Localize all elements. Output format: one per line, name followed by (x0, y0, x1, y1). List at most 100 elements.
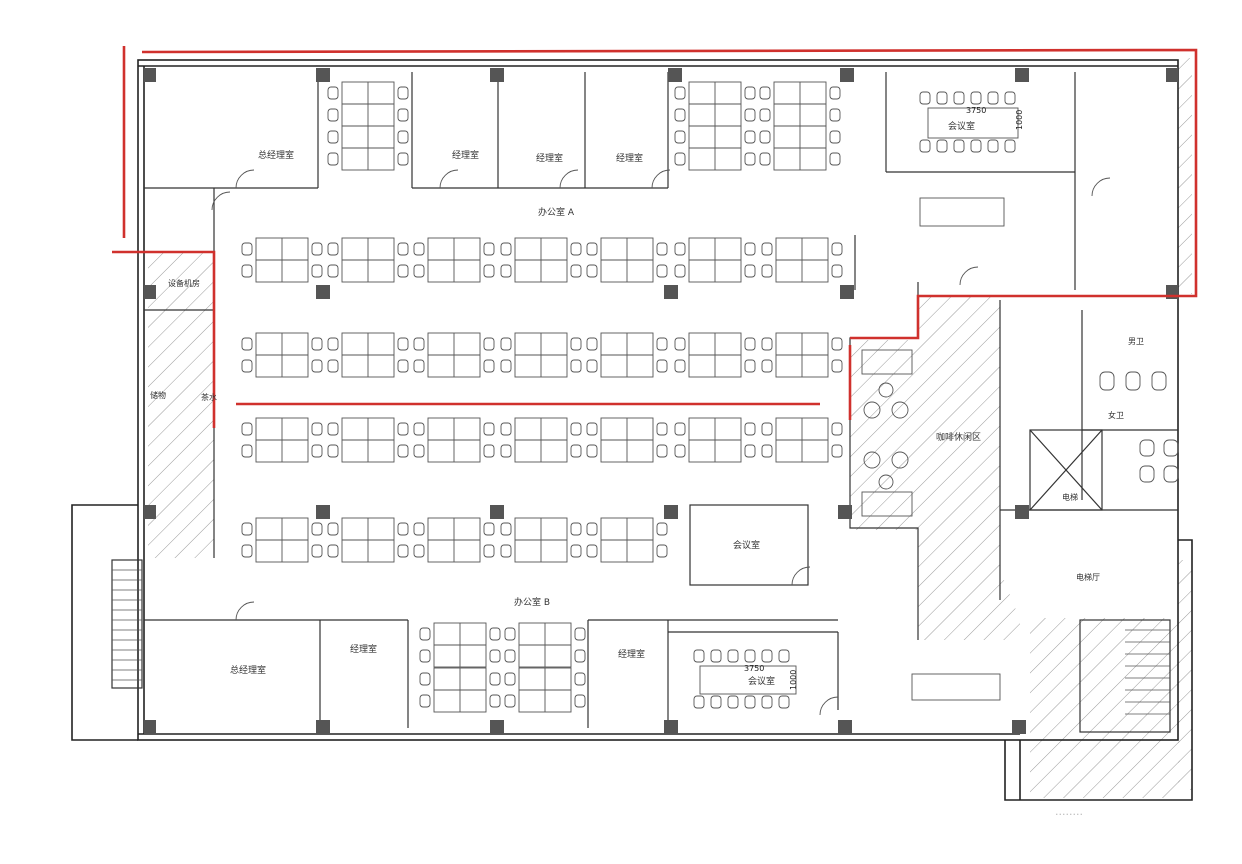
chair (829, 130, 841, 144)
label-elevator: 电梯 (1062, 492, 1078, 502)
chair (413, 444, 425, 458)
chair (693, 695, 705, 709)
door-swing (235, 601, 255, 621)
cafe-chair (863, 451, 881, 469)
label-mgr-office-b1: 经理室 (350, 643, 377, 655)
chair (970, 91, 982, 105)
chair (327, 152, 339, 166)
chair (656, 359, 668, 373)
toilet (1139, 439, 1155, 457)
label-meeting-top: 会议室 (948, 120, 975, 132)
chair (744, 444, 756, 458)
chair (1004, 91, 1016, 105)
chair (504, 627, 516, 641)
chair (483, 242, 495, 256)
chair (500, 444, 512, 458)
chair (241, 544, 253, 558)
door-swing (439, 169, 459, 189)
chair (397, 444, 409, 458)
chair (710, 649, 722, 663)
chair (311, 359, 323, 373)
chair (483, 544, 495, 558)
structural-columns (144, 68, 1178, 734)
chair (241, 444, 253, 458)
cafe-chair (891, 401, 909, 419)
chair (419, 672, 431, 686)
chair (397, 152, 409, 166)
dim-meeting-bottom-wid: 1000 (789, 670, 798, 690)
chair (656, 242, 668, 256)
chair (241, 337, 253, 351)
chair (829, 152, 841, 166)
chair (761, 444, 773, 458)
chair (327, 242, 339, 256)
chair (674, 444, 686, 458)
chair (413, 544, 425, 558)
chair (831, 359, 843, 373)
chair (327, 337, 339, 351)
chair (744, 422, 756, 436)
chair (311, 444, 323, 458)
chair (489, 672, 501, 686)
chair (674, 86, 686, 100)
chair (570, 422, 582, 436)
chair (574, 627, 586, 641)
meeting-table-bottom (699, 665, 797, 695)
chair (419, 649, 431, 663)
chair (413, 242, 425, 256)
chair (413, 522, 425, 536)
chair (586, 242, 598, 256)
chair (397, 422, 409, 436)
cafe-sofa (861, 491, 913, 517)
chair (970, 139, 982, 153)
label-mgr-office-b2: 经理室 (618, 648, 645, 660)
label-elevator-hall: 电梯厅 (1076, 572, 1100, 582)
chair (919, 91, 931, 105)
chair (656, 522, 668, 536)
chair (744, 695, 756, 709)
chair (987, 91, 999, 105)
room-labels: 总经理室 经理室 经理室 经理室 办公室 A 会议室 3750 1000 设备机… (150, 106, 1144, 821)
dim-meeting-top-len: 3750 (966, 106, 986, 115)
toilet (1163, 465, 1179, 483)
chair (1004, 139, 1016, 153)
chair (831, 444, 843, 458)
dim-meeting-top-wid: 1000 (1015, 110, 1024, 130)
label-mgr-office-2: 经理室 (536, 152, 563, 164)
chair (829, 86, 841, 100)
chair (241, 359, 253, 373)
chair (656, 422, 668, 436)
chair (744, 337, 756, 351)
chair (586, 544, 598, 558)
chair (761, 359, 773, 373)
chair (327, 522, 339, 536)
label-gm-office-bottom: 总经理室 (230, 664, 266, 676)
chair (483, 359, 495, 373)
door-swing (211, 191, 231, 211)
chair (483, 264, 495, 278)
chair (413, 422, 425, 436)
chair (744, 264, 756, 278)
cafe-table (878, 382, 894, 398)
chair (761, 695, 773, 709)
chair (759, 130, 771, 144)
chair (489, 694, 501, 708)
chair (483, 522, 495, 536)
chair (500, 359, 512, 373)
chair (327, 544, 339, 558)
chair (710, 695, 722, 709)
chair (586, 264, 598, 278)
chair (311, 337, 323, 351)
chair (504, 672, 516, 686)
label-office-b: 办公室 B (514, 596, 550, 608)
chair (574, 694, 586, 708)
chair (419, 627, 431, 641)
chair (987, 139, 999, 153)
chair (831, 264, 843, 278)
label-gm-office-top: 总经理室 (258, 149, 294, 161)
stair-treads (112, 569, 1170, 715)
chair (674, 422, 686, 436)
chair (759, 86, 771, 100)
chair (656, 264, 668, 278)
chair (744, 649, 756, 663)
